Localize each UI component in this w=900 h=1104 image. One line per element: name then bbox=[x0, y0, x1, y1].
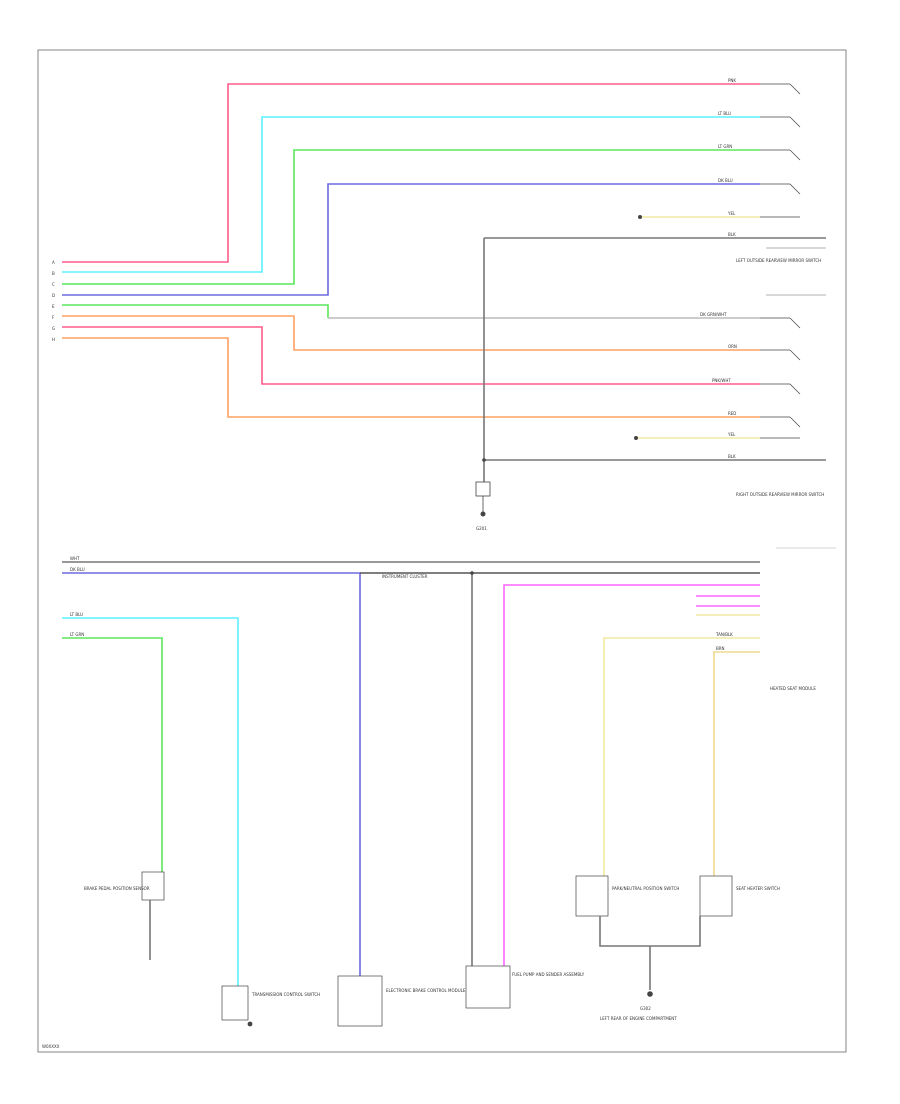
wire-orange-1 bbox=[62, 315, 760, 351]
wire-dkgrn bbox=[62, 304, 329, 318]
wire-label-blue: DK BLU bbox=[718, 178, 733, 183]
component-brake-switch bbox=[141, 871, 165, 901]
label-brake-switch: BRAKE PEDAL POSITION SENSOR bbox=[84, 886, 150, 891]
wire-blue-bottom bbox=[62, 572, 361, 980]
ground-symbol-3 bbox=[247, 1021, 253, 1027]
wire-label-green: LT GRN bbox=[718, 144, 732, 149]
label-ground-bottom: LEFT REAR OF ENGINE COMPARTMENT bbox=[600, 1016, 677, 1021]
switch-group-top bbox=[760, 83, 826, 439]
wire-label-dkgrn: DK GRN/WHT bbox=[700, 312, 727, 317]
pin-g: G bbox=[52, 326, 55, 331]
wire-orange-2 bbox=[62, 337, 760, 418]
label-rf-module: RIGHT OUTSIDE REARVIEW MIRROR SWITCH bbox=[736, 492, 824, 497]
pin-d: D bbox=[52, 293, 55, 298]
wire-label-pnkwht: PNK/WHT bbox=[712, 378, 731, 383]
connector-pins: A B C D E F G H bbox=[52, 260, 55, 342]
label-g1: G201 bbox=[476, 526, 487, 531]
wire-label-yel-2: YEL bbox=[727, 432, 736, 437]
ground-symbol-2 bbox=[647, 991, 653, 997]
wire-cyan-bottom bbox=[62, 617, 239, 990]
wire-label-blk-2: BLK bbox=[728, 454, 736, 459]
label-seat-heater: SEAT HEATER SWITCH bbox=[736, 886, 780, 891]
wire-label-pink: PNK bbox=[728, 78, 736, 83]
component-fuel-pump bbox=[465, 965, 511, 1009]
wire-label-wht: WHT bbox=[70, 556, 80, 561]
wire-magenta bbox=[503, 584, 760, 970]
wire-label-yel-1: YEL bbox=[727, 211, 736, 216]
wire-label-cyan-b: LT BLU bbox=[70, 612, 83, 617]
wire-label-orn: ORN bbox=[728, 344, 737, 349]
wire-label-green-b: LT GRN bbox=[70, 632, 84, 637]
wire-green bbox=[62, 149, 760, 285]
component-park-neutral bbox=[575, 875, 609, 917]
wire-pink bbox=[62, 83, 760, 263]
wire-black-2 bbox=[483, 238, 826, 461]
pin-f: F bbox=[52, 315, 55, 320]
wire-yellow-bottom bbox=[603, 637, 760, 880]
footer-ref: W0XXXX bbox=[42, 1044, 60, 1049]
pin-h: H bbox=[52, 337, 55, 342]
label-ecm: ELECTRONIC BRAKE CONTROL MODULE bbox=[386, 988, 466, 993]
splice-4 bbox=[470, 571, 474, 575]
splice-1 bbox=[638, 215, 642, 219]
label-lf-module: LEFT OUTSIDE REARVIEW MIRROR SWITCH bbox=[736, 258, 821, 263]
component-tcc bbox=[221, 985, 249, 1021]
label-heated-seat: HEATED SEAT MODULE bbox=[770, 686, 816, 691]
wire-tan-bottom bbox=[713, 651, 760, 880]
label-fuel-pump: FUEL PUMP AND SENDER ASSEMBLY bbox=[512, 972, 585, 977]
ground-symbol-1 bbox=[480, 511, 486, 517]
component-seat-heater bbox=[699, 875, 733, 917]
pin-b: B bbox=[52, 271, 55, 276]
pin-c: C bbox=[52, 282, 55, 287]
wire-ground-bottom bbox=[599, 916, 701, 990]
label-park-neutral: PARK/NEUTRAL POSITION SWITCH bbox=[612, 886, 679, 891]
wire-label-red: RED bbox=[728, 411, 736, 416]
splice-2 bbox=[634, 436, 638, 440]
label-inst-cluster: INSTRUMENT CLUSTER bbox=[382, 574, 428, 579]
pin-a: A bbox=[52, 260, 55, 265]
diagram-border bbox=[37, 49, 847, 1053]
wire-label-blk-1: BLK bbox=[728, 232, 736, 237]
label-tcc: TRANSMISSION CONTROL SWITCH bbox=[251, 992, 320, 997]
wire-green-bottom bbox=[62, 637, 163, 880]
wire-cyan bbox=[62, 116, 760, 273]
ground-block-1 bbox=[475, 481, 491, 497]
wire-label-cyan: LT BLU bbox=[718, 111, 731, 116]
label-g2: G302 bbox=[640, 1006, 651, 1011]
wire-label-blue-b: DK BLU bbox=[70, 567, 85, 572]
wire-label-tanblk: TAN/BLK bbox=[715, 632, 733, 637]
wire-blue bbox=[62, 183, 760, 296]
pin-e: E bbox=[52, 304, 55, 309]
wire-magenta-2 bbox=[696, 595, 760, 607]
splice-3 bbox=[482, 458, 486, 462]
wire-pink-2 bbox=[62, 326, 760, 385]
wire-label-brn: BRN bbox=[716, 646, 725, 651]
component-ecm bbox=[337, 975, 383, 1027]
